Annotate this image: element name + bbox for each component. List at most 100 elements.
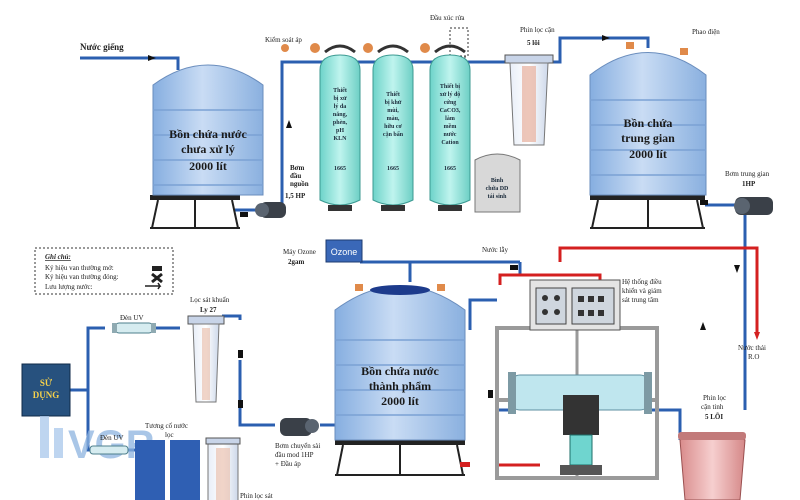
- tank-intermediate: Bồn chứa trung gian 2000 lít Phao điện: [589, 28, 720, 229]
- col3Text-line: Thiết bị: [440, 83, 461, 90]
- filter-column-3: [429, 44, 471, 211]
- valve-closed-icon: [151, 272, 163, 284]
- col1Text-line: bị xử: [333, 96, 347, 102]
- pump-source: Bơm đầu nguồn 1,5 HP: [255, 164, 309, 218]
- pump-intermediate: Bơm trung gian 1HP: [725, 170, 773, 215]
- use-label1: SỬ: [40, 378, 53, 388]
- col2Text-line: Thiết: [386, 91, 400, 98]
- col2Text-line: hữu cơ: [384, 124, 402, 130]
- tank2-label-line1: Bồn chứa: [624, 116, 673, 130]
- small-text2: lọc: [165, 431, 174, 439]
- ozone-box-label: Ozone: [331, 247, 358, 257]
- col1Text-line: lý đa: [334, 104, 347, 110]
- col3Text-line: Cation: [441, 140, 459, 146]
- column1-model: 1665: [334, 166, 346, 172]
- filter-column-1: [319, 44, 361, 211]
- use-point: SỬ DỤNG: [21, 363, 71, 417]
- col1Text-line: KLN: [333, 136, 347, 142]
- valves: [238, 200, 708, 467]
- col2Text-line: bị khử: [385, 100, 402, 106]
- brine-label3: tái sinh: [488, 194, 508, 200]
- tank2-capacity: 2000 lít: [629, 147, 667, 161]
- backwash-box: [449, 27, 469, 57]
- pressure-gauges: [281, 43, 430, 53]
- legend-flow: Lưu lượng nước:: [45, 283, 93, 291]
- tank3-label-line1: Bồn chứa nước: [361, 364, 439, 378]
- cartridge2-label1: Phin lọc: [703, 394, 726, 402]
- cartridge2-spec: 5 LÕI: [705, 413, 723, 421]
- pump-out-label3: + Đầu áp: [275, 460, 301, 468]
- uv-bottom-label: Đèn UV: [100, 434, 124, 442]
- control-label2: khiển và giám: [622, 287, 662, 295]
- col2Text-line: cặn bẩn: [383, 131, 404, 138]
- tank-raw-water: Bồn chứa nước chưa xử lý 2000 lít: [150, 64, 264, 229]
- col1Text-line: phèn,: [333, 120, 348, 126]
- legend-closed: Ký hiệu van thường đóng:: [45, 273, 119, 281]
- bag-filter-spec: Ly 27: [200, 306, 217, 314]
- col3Text-line: CaCO3,: [440, 108, 461, 114]
- column3-model: 1665: [444, 166, 456, 172]
- red-flow-arrow: [754, 332, 760, 340]
- cartridge-filter-1: Phin lọc cặn 5 lõi: [504, 26, 555, 146]
- tank1-label-line1: Bồn chứa nước: [169, 127, 247, 141]
- brine-label1: Bình: [491, 178, 504, 184]
- pump1-label1: Bơm: [290, 164, 305, 172]
- tank3-capacity: 2000 lít: [381, 394, 419, 408]
- small-text1: Tương cố nước: [145, 422, 188, 430]
- uv-lamp-top: Đèn UV: [112, 314, 156, 334]
- ozone-label: Máy Ozone: [283, 248, 316, 256]
- float-valve-label: Phao điện: [692, 28, 720, 36]
- pump-out-label1: Bơm chuyển sài: [275, 442, 320, 450]
- control-label3: sát trung tâm: [622, 296, 659, 304]
- pump1-label3: nguồn: [290, 180, 309, 188]
- cartridge-filter-2: Phin lọc cặn tinh 5 LÕI: [678, 394, 746, 500]
- cartridge1-label: Phin lọc cặn: [520, 26, 555, 34]
- tank2-label-line2: trung gian: [621, 131, 675, 145]
- ozone-spec: 2gam: [288, 258, 305, 266]
- legend-open: Ký hiệu van thường mở:: [45, 264, 114, 272]
- pressure-check-label: Kiểm soát áp: [265, 36, 302, 44]
- ozone-generator: Máy Ozone 2gam Ozone: [283, 239, 363, 266]
- control-panel: Hệ thống điều khiển và giám sát trung tâ…: [529, 278, 662, 331]
- column1-text: Thiết bị xử lý đa năng, phèn, pH KLN: [333, 87, 348, 142]
- well-water-label: Nước giếng: [80, 42, 124, 52]
- backwash-label: Đầu xúc rửa: [430, 14, 465, 22]
- col3Text-line: xử lý độ: [440, 92, 461, 98]
- bottom-filters: [89, 437, 241, 500]
- valve-open-icon: [152, 266, 162, 271]
- tank1-capacity: 2000 lít: [189, 159, 227, 173]
- col1Text-line: pH: [336, 128, 344, 134]
- control-label1: Hệ thống điều: [622, 278, 662, 286]
- ro-waste-label2: R.O: [748, 353, 759, 361]
- col2Text-line: mùi,: [387, 108, 399, 114]
- pump-mid-label: Bơm trung gian: [725, 170, 770, 178]
- ro-waste-label1: Nước thải: [738, 344, 766, 352]
- bag-filter-label: Lọc sát khuẩn: [190, 296, 230, 304]
- pump1-label2: đầu: [290, 172, 301, 180]
- flow-arrows: [148, 35, 740, 330]
- pump-out-label2: đầu mod 1HP: [275, 451, 314, 459]
- cartridge1-spec: 5 lõi: [527, 39, 540, 47]
- brine-label2: chứa DD: [486, 186, 509, 192]
- legend-title: Ghi chú:: [45, 253, 71, 261]
- col3Text-line: mềm: [444, 123, 457, 130]
- col1Text-line: năng,: [333, 112, 348, 118]
- use-label2: DỤNG: [33, 390, 60, 400]
- tank1-label-line2: chưa xử lý: [181, 142, 235, 156]
- tank-product: Bồn chứa nước thành phẩm 2000 lít: [334, 284, 466, 476]
- ro-system: [495, 326, 659, 480]
- col1Text-line: Thiết: [333, 87, 347, 94]
- reject-water-label: Nước lẫy: [482, 246, 508, 254]
- filter-column-2: [372, 44, 414, 211]
- fine-filter-label: Phin lọc sát: [240, 492, 273, 500]
- legend: Ghi chú: Ký hiệu van thường mở: Ký hiệu …: [34, 247, 174, 295]
- col3Text-line: nước: [444, 132, 457, 138]
- bag-filter: Lọc sát khuẩn Ly 27: [187, 296, 230, 403]
- tank3-label-line2: thành phẩm: [369, 379, 431, 393]
- col3Text-line: cứng: [444, 100, 457, 106]
- brine-tank: Bình chứa DD tái sinh: [474, 153, 521, 213]
